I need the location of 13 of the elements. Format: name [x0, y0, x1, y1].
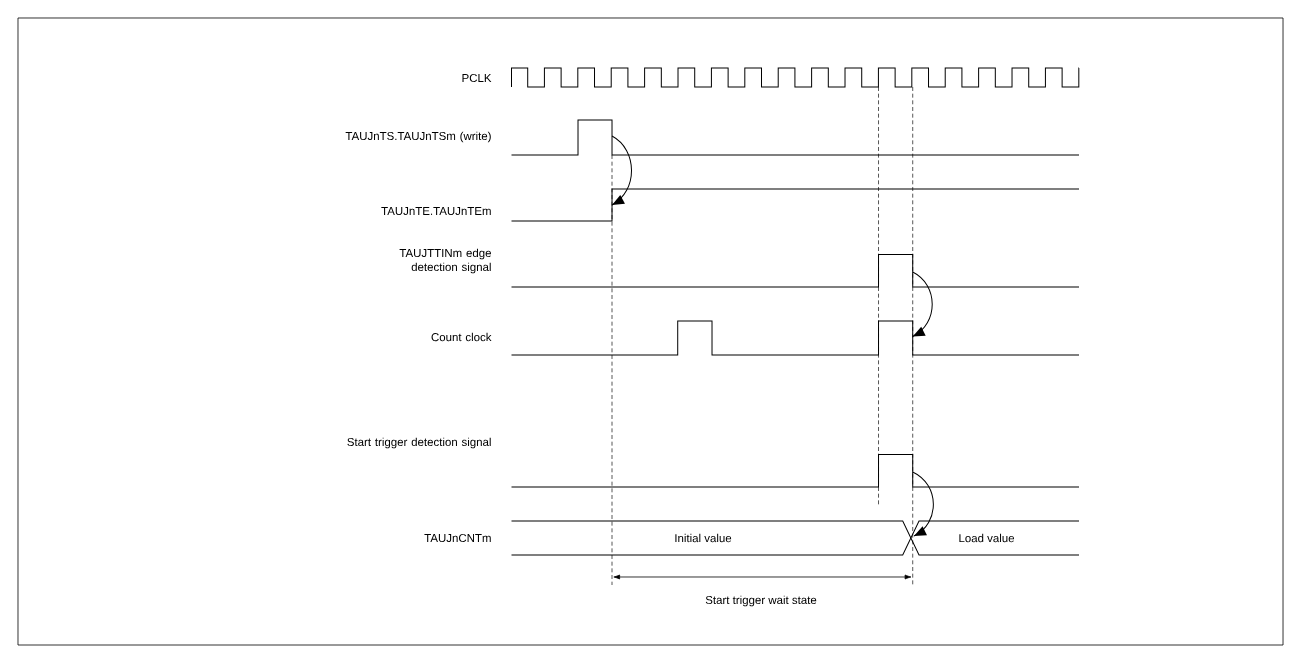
signal-label: Count clock — [431, 332, 492, 342]
curved-arrow — [611, 135, 632, 206]
signal-label: TAUJnTE.TAUJnTEm — [381, 207, 491, 215]
signal-label: TAUJnTS.TAUJnTSm (write) — [345, 131, 491, 143]
signal-label: TAUJnCNTm — [424, 533, 491, 543]
dimension-label: Start trigger wait state — [705, 595, 817, 607]
signal-label: Start trigger detection signal — [347, 437, 491, 449]
curved-arrow — [912, 471, 934, 537]
bus-value: Initial value — [673, 532, 734, 544]
signal-label: TAUJTTINm edge detection signal — [399, 248, 491, 274]
signal-label: PCLK — [462, 73, 492, 83]
bus-value: Load value — [957, 532, 1016, 544]
curved-arrow — [912, 271, 933, 337]
